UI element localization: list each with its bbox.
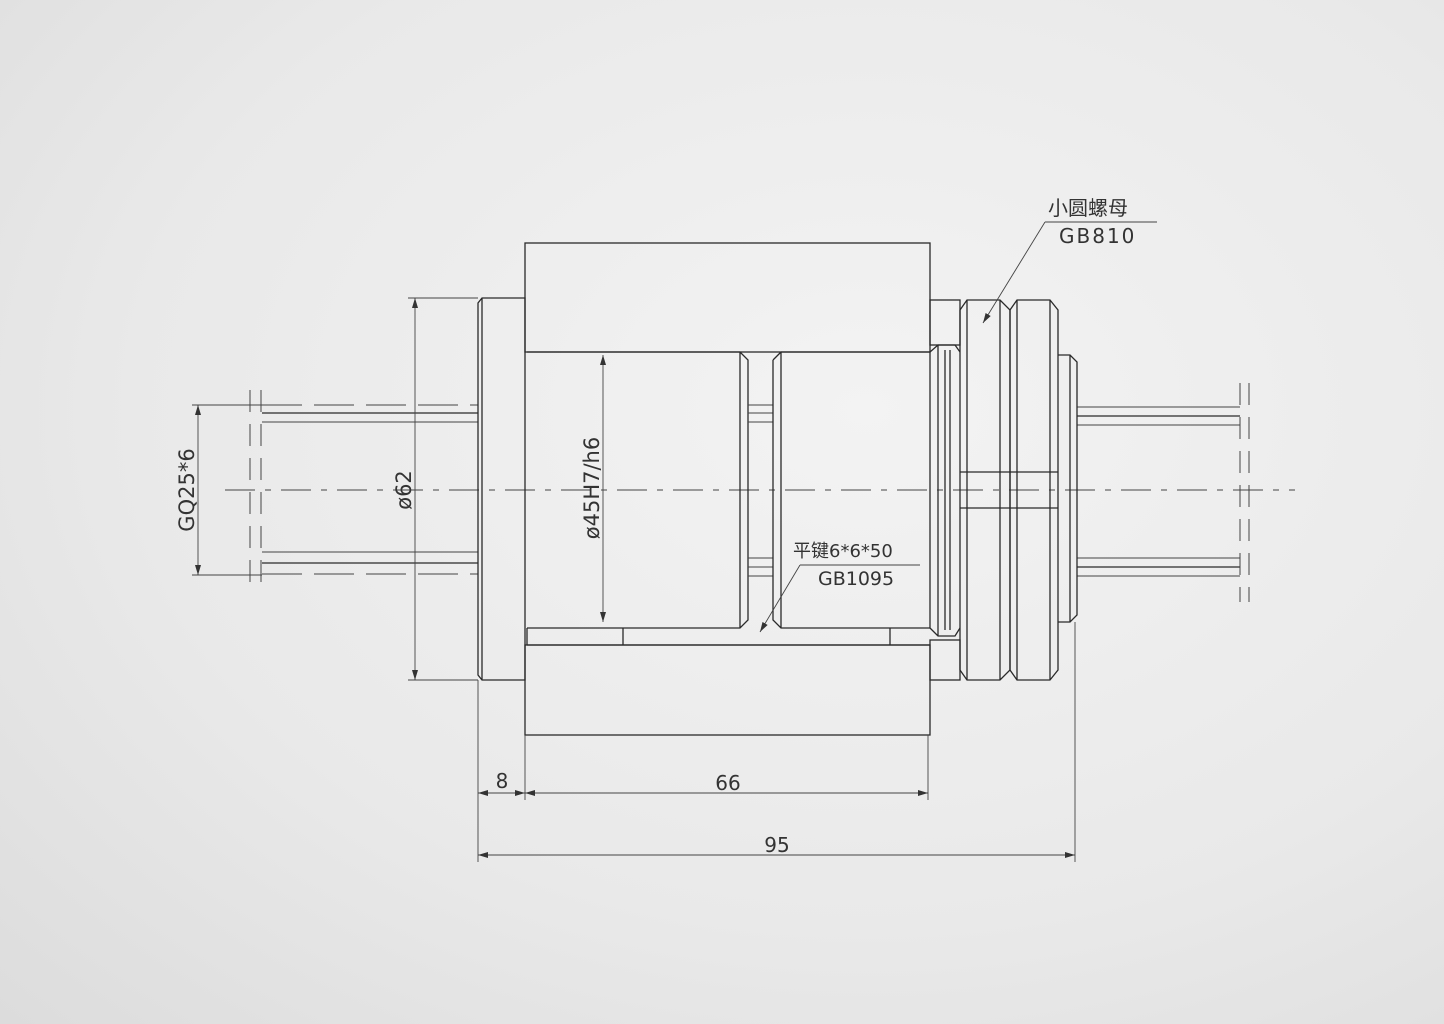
nut-standard-label: GB810 [1059, 224, 1136, 248]
thread-label: GQ25*6 [175, 448, 199, 531]
washer-bottom [929, 639, 961, 681]
housing-bottom [524, 644, 931, 736]
nut-slot [960, 471, 1058, 509]
key [526, 628, 930, 646]
left-pipe [249, 390, 478, 590]
dimension-flange-diameter: ø62 [392, 297, 478, 681]
bore-fit-label: ø45H7/h6 [580, 437, 604, 539]
dimension-bore-fit: ø45H7/h6 [580, 355, 606, 622]
key-name-label: 平键6*6*50 [793, 541, 893, 562]
shaft-end [1058, 354, 1078, 623]
round-nut-1 [959, 299, 1011, 681]
housing-top [524, 242, 931, 353]
nut-name-label: 小圆螺母 [1048, 196, 1128, 220]
total-length-label: 95 [764, 833, 789, 857]
dimension-lengths: 8 66 95 [477, 622, 1076, 862]
round-nut-2 [1009, 299, 1059, 681]
shaft-groove [748, 404, 773, 577]
right-pipe [1077, 383, 1250, 602]
thread-section [929, 344, 961, 637]
flange-diameter-label: ø62 [392, 470, 416, 510]
flange [477, 297, 526, 681]
shaft-segment-2 [772, 351, 930, 629]
shaft-segment-1 [527, 351, 749, 629]
nut-callout: 小圆螺母 GB810 [982, 196, 1157, 324]
washer-top [929, 299, 961, 346]
dimension-thread: GQ25*6 [175, 404, 262, 576]
flange-width-label: 8 [496, 769, 509, 793]
key-standard-label: GB1095 [818, 568, 894, 590]
key-callout: 平键6*6*50 GB1095 [759, 541, 920, 633]
housing-length-label: 66 [715, 771, 740, 795]
